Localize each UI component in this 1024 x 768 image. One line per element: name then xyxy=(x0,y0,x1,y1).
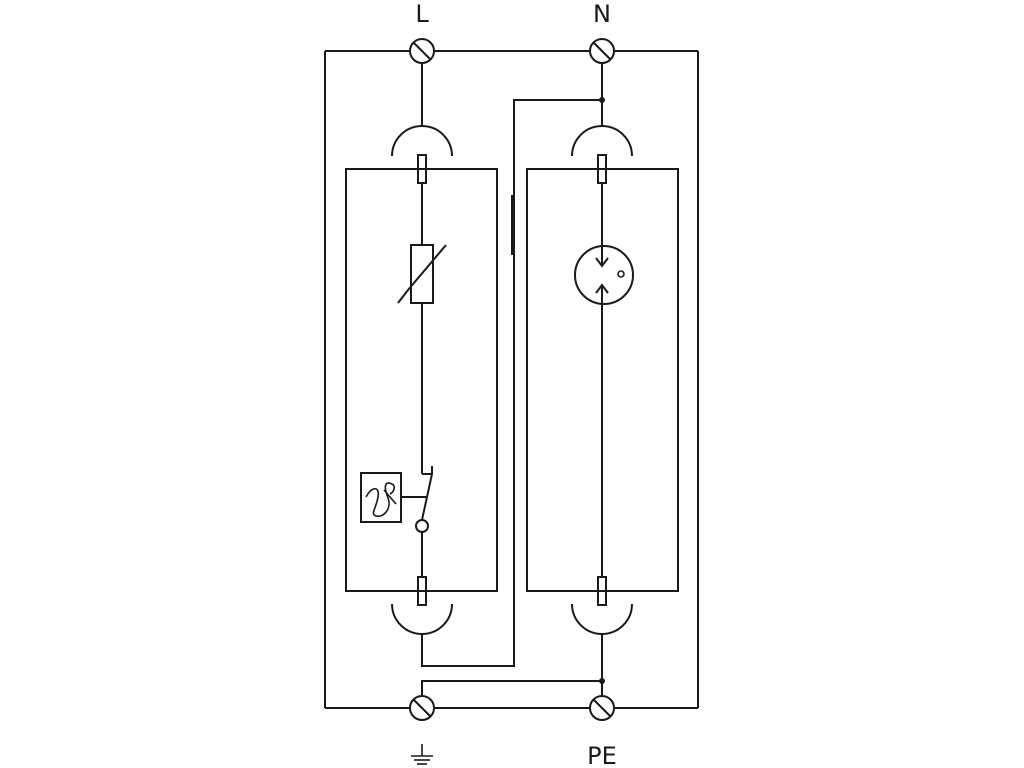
label-PE: PE xyxy=(587,742,617,768)
terminal-ground xyxy=(409,695,435,721)
thermal-disconnector-icon xyxy=(360,472,402,523)
switch-contact-icon xyxy=(401,462,433,533)
wire-PE-to-ground xyxy=(421,634,605,696)
plug-socket-right-bottom xyxy=(571,603,633,635)
outer-frame-wire xyxy=(324,50,699,709)
plug-socket-right-top xyxy=(571,125,633,157)
left-module-box xyxy=(345,168,498,592)
wire-N-to-left-module xyxy=(421,97,605,667)
spark-gap-icon xyxy=(574,245,634,305)
ground-icon xyxy=(411,744,433,765)
terminal-PE xyxy=(589,695,615,721)
plug-socket-left-top xyxy=(391,125,453,157)
terminal-L xyxy=(409,38,435,64)
terminal-N xyxy=(589,38,615,64)
label-L: L xyxy=(415,0,429,28)
label-N: N xyxy=(593,0,611,28)
plug-socket-left-bottom xyxy=(391,603,453,635)
varistor-icon xyxy=(397,244,447,304)
right-module-box xyxy=(526,168,679,592)
